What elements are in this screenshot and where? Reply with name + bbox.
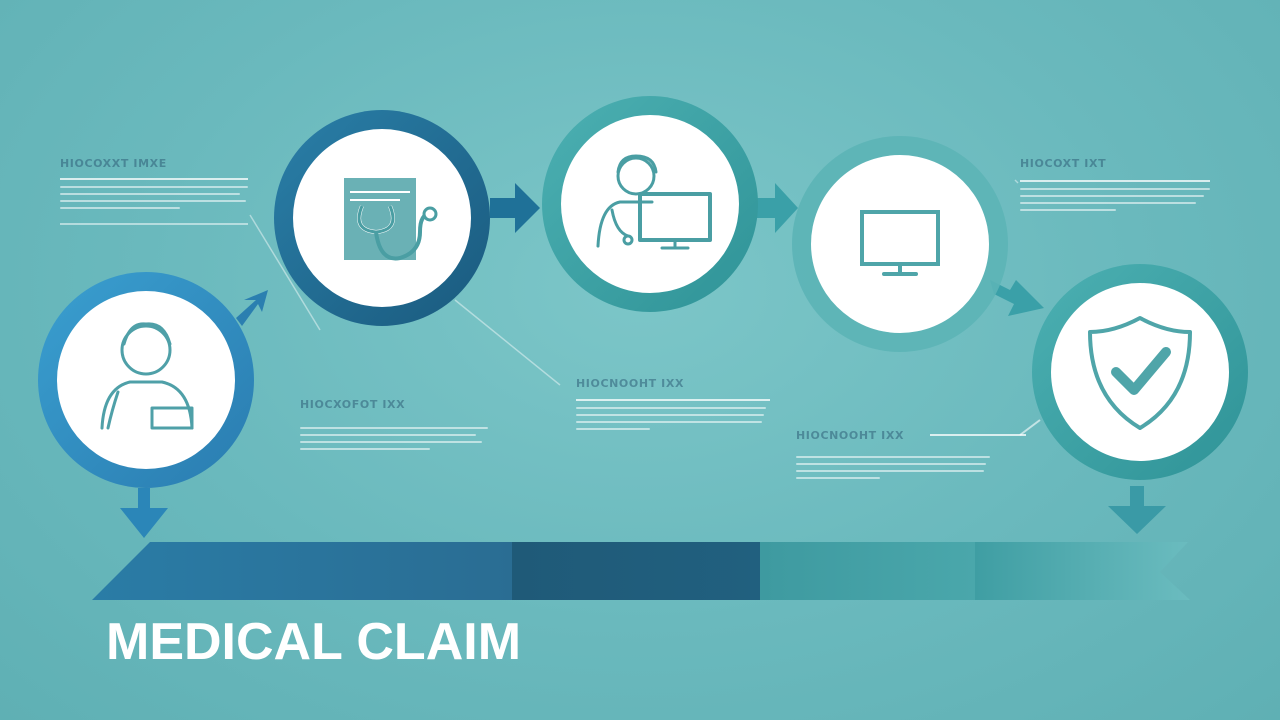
text-block-4-body — [576, 407, 770, 435]
arrow-icon — [236, 290, 268, 326]
placeholder-text-line — [1020, 202, 1196, 204]
step-2 — [274, 110, 490, 326]
arrow-icon — [990, 280, 1044, 316]
patient-icon — [100, 322, 194, 430]
page-title: MEDICAL CLAIM — [106, 613, 522, 671]
placeholder-text-line — [576, 421, 762, 423]
placeholder-text-line — [300, 434, 476, 436]
placeholder-text-line — [60, 200, 246, 202]
text-block-5-body — [796, 456, 992, 484]
placeholder-text-line — [60, 207, 180, 209]
text-block-2-body — [1020, 188, 1210, 216]
step-3 — [542, 96, 758, 312]
placeholder-text-line — [576, 428, 650, 430]
placeholder-text-line — [796, 463, 986, 465]
progress-bar-segment-2 — [512, 542, 760, 600]
connector-line — [454, 299, 561, 386]
placeholder-text-line — [300, 441, 482, 443]
text-block-1-rule-bottom — [60, 223, 248, 225]
step-5 — [1032, 264, 1248, 480]
placeholder-text-line — [576, 414, 764, 416]
step-4 — [792, 136, 1008, 352]
text-block-1-body — [60, 186, 248, 214]
text-block-3-heading: HIOCXOFOT IXX — [300, 398, 406, 411]
progress-bar-segment-3 — [760, 542, 975, 600]
placeholder-text-line — [1020, 195, 1204, 197]
placeholder-text-line — [300, 427, 488, 429]
text-block-1-rule — [60, 178, 248, 180]
placeholder-text-line — [576, 407, 766, 409]
placeholder-text-line — [1020, 209, 1116, 211]
text-block-5-rule — [930, 434, 1026, 436]
arrow-icon — [490, 183, 540, 233]
progress-bar-segment-4 — [975, 542, 1190, 600]
connector-line — [1014, 179, 1019, 184]
text-block-2-rule — [1020, 180, 1210, 182]
placeholder-text-line — [796, 456, 990, 458]
step-1 — [38, 272, 254, 488]
placeholder-text-line — [796, 470, 984, 472]
doctor-computer-icon — [596, 154, 712, 250]
placeholder-text-line — [60, 193, 240, 195]
progress-bar-segment-1 — [92, 542, 512, 600]
placeholder-text-line — [796, 477, 880, 479]
shield-check-icon — [1088, 316, 1192, 430]
medical-document-stethoscope-icon — [344, 178, 438, 261]
placeholder-text-line — [300, 448, 430, 450]
text-block-1-heading: HIOCOXXT IMXE — [60, 157, 167, 170]
text-block-4-rule — [576, 399, 770, 401]
placeholder-text-line — [60, 186, 248, 188]
arrow-icon — [755, 183, 798, 233]
connector-line — [1019, 419, 1041, 436]
arrow-down-icon — [1108, 486, 1166, 534]
text-block-2-heading: HIOCOXT IXT — [1020, 157, 1107, 170]
text-block-3-body — [300, 427, 488, 455]
text-block-5-heading: HIOCNOOHT IXX — [796, 429, 905, 442]
connector-line — [249, 214, 321, 331]
arrow-down-icon — [120, 488, 168, 538]
monitor-icon — [860, 210, 940, 276]
placeholder-text-line — [1020, 188, 1210, 190]
text-block-4-heading: HIOCNOOHT IXX — [576, 377, 685, 390]
